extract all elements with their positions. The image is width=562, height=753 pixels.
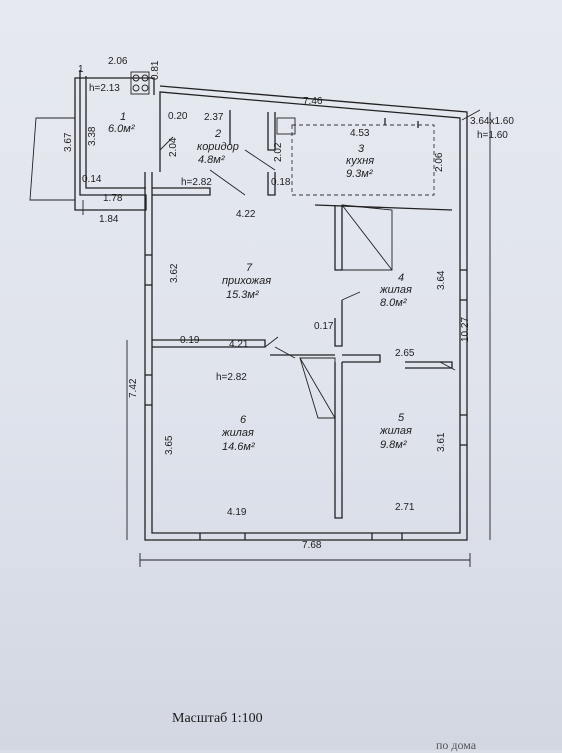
dim-label: 0.14 — [82, 174, 102, 185]
dim-label: 4.19 — [227, 507, 247, 518]
dim-label: 4.22 — [236, 209, 256, 220]
outer-walls — [29, 70, 468, 541]
room-2-number: 2 — [214, 128, 221, 140]
dim-label: 3.67 — [63, 132, 74, 152]
dim-label: 0.81 — [150, 60, 161, 80]
room-6-name: жилая — [221, 427, 254, 439]
room-7-number: 7 — [246, 262, 253, 274]
scale-label: Масштаб 1:100 — [172, 711, 263, 726]
room-4-name: жилая — [379, 284, 412, 296]
dim-label: 10.27 — [460, 317, 471, 342]
room-1-area: 6.0м² — [108, 123, 135, 135]
room-1-number: 1 — [120, 111, 126, 123]
dim-label: 2.06 — [434, 152, 445, 172]
room-5-name: жилая — [379, 425, 412, 437]
dim-label: 3.65 — [164, 435, 175, 455]
dim-label: 2.06 — [108, 56, 128, 67]
dim-label: 3.61 — [436, 432, 447, 452]
room-6-area: 14.6м² — [222, 441, 255, 453]
dim-label: 0.17 — [314, 321, 334, 332]
dim-label: 2.02 — [273, 142, 284, 162]
dim-label: 1.84 — [99, 214, 119, 225]
dim-label: 1 — [78, 64, 84, 75]
dim-label: 3.62 — [169, 263, 180, 283]
dim-label: 0.19 — [180, 335, 200, 346]
dimension-labels: 2.06 h=2.13 0.81 3.38 3.67 0.14 1.78 1.8… — [63, 56, 514, 551]
room-5-area: 9.8м² — [380, 439, 407, 451]
corner-text: по дома — [436, 738, 477, 752]
dim-label: 0.20 — [168, 111, 188, 122]
dim-label: 7.46 — [303, 96, 323, 107]
dim-label: h=2.82 — [181, 177, 212, 188]
dim-label: 1.78 — [103, 193, 123, 204]
room-2-name: коридор — [197, 141, 239, 153]
room-3-name: кухня — [346, 155, 374, 167]
dim-label: 7.68 — [302, 540, 322, 551]
dim-label: 2.04 — [168, 137, 179, 157]
room-labels: 1 6.0м² 2 коридор 4.8м² 3 кухня 9.3м² 4 … — [108, 111, 412, 453]
room-6-number: 6 — [240, 414, 247, 426]
dim-label: 7.42 — [128, 378, 139, 398]
interior-walls — [126, 71, 491, 567]
room-3-area: 9.3м² — [346, 168, 373, 180]
dim-label: 0.18 — [271, 177, 291, 188]
dim-label: 4.53 — [350, 128, 370, 139]
dim-label: h=1.60 — [477, 130, 508, 141]
room-7-area: 15.3м² — [226, 289, 259, 301]
dim-label: h=2.82 — [216, 372, 247, 383]
dim-label: 2.37 — [204, 112, 224, 123]
room-2-area: 4.8м² — [198, 154, 225, 166]
room-3-number: 3 — [358, 143, 365, 155]
dim-label: h=2.13 — [89, 83, 120, 94]
room-4-number: 4 — [398, 272, 404, 284]
room-7-name: прихожая — [222, 275, 271, 287]
dim-label: 3.64x1.60 — [470, 116, 514, 127]
dim-label: 3.38 — [87, 126, 98, 146]
dim-label: 3.64 — [436, 270, 447, 290]
room-5-number: 5 — [398, 412, 405, 424]
dim-label: 2.71 — [395, 502, 415, 513]
dim-label: 4.21 — [229, 339, 249, 350]
dim-label: 2.65 — [395, 348, 415, 359]
room-4-area: 8.0м² — [380, 297, 407, 309]
